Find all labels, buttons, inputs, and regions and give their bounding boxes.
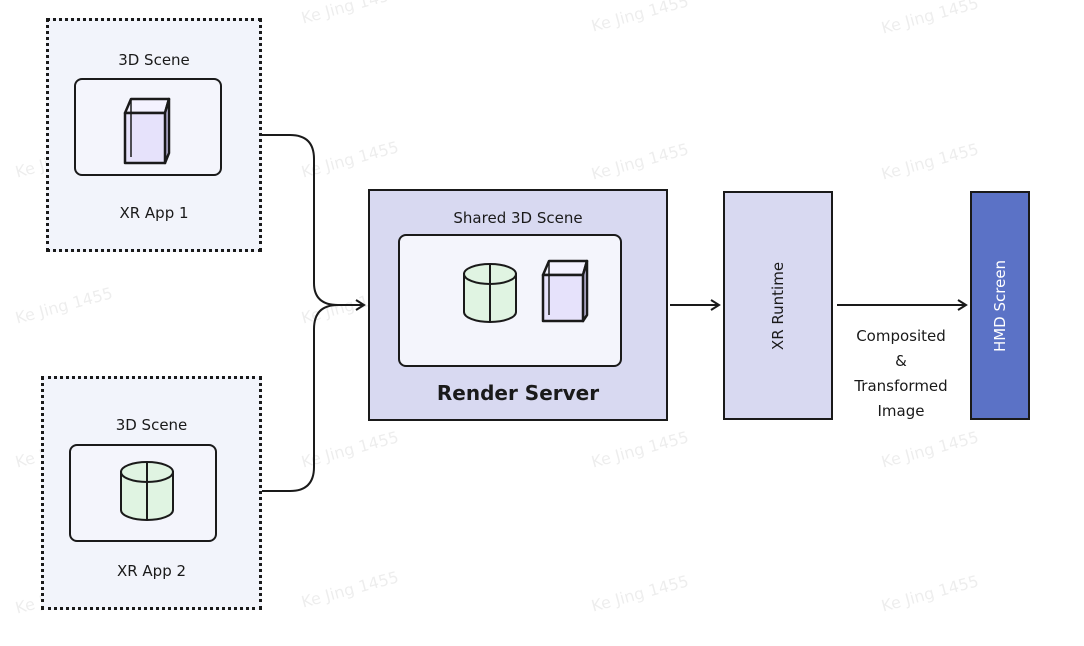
shared-scene-label: Shared 3D Scene [453, 209, 583, 227]
xr-app-1-box: 3D Scene XR App 1 [46, 18, 262, 252]
caption-line-4: Image [877, 402, 925, 420]
app1-scene-box [74, 78, 222, 176]
hmd-screen-box: HMD Screen [970, 191, 1030, 420]
connector-app1 [262, 134, 339, 306]
render-server-box: Shared 3D Scene Render Server [368, 189, 668, 421]
caption-line-2: & [895, 352, 907, 370]
hmd-screen-label: HMD Screen [991, 259, 1009, 352]
app2-label: XR App 2 [116, 562, 187, 580]
render-server-label: Render Server [436, 381, 600, 405]
caption-line-3: Transformed [854, 377, 948, 395]
app1-label: XR App 1 [119, 204, 189, 222]
cylinder-icon [120, 461, 174, 521]
cube-icon [541, 259, 589, 323]
cylinder-icon [463, 263, 517, 323]
caption-line-1: Composited [856, 327, 946, 345]
shared-scene-shapes [463, 259, 589, 323]
xr-runtime-box: XR Runtime [723, 191, 833, 420]
cube-icon [123, 97, 171, 165]
output-caption: Composited & Transformed Image [836, 324, 966, 424]
shared-scene-box [398, 234, 622, 367]
xr-app-2-box: 3D Scene XR App 2 [41, 376, 262, 610]
app2-scene-label: 3D Scene [115, 416, 188, 434]
xr-runtime-label: XR Runtime [769, 261, 787, 350]
app1-scene-label: 3D Scene [118, 51, 190, 69]
connector-app2 [262, 304, 339, 492]
app2-scene-box [69, 444, 217, 542]
